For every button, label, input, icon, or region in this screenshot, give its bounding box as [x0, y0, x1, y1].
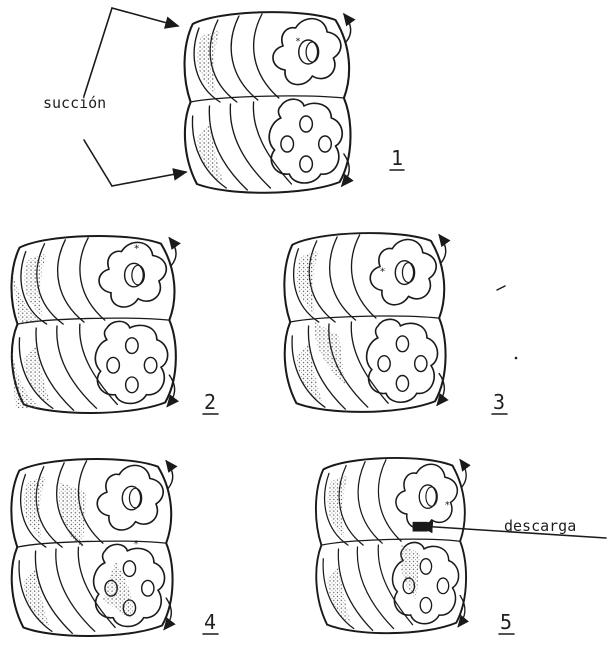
print-dot	[515, 357, 518, 360]
stage-2-pump: *	[11, 236, 176, 413]
stage-number-3: 3	[493, 390, 505, 414]
svg-text:*: *	[134, 539, 139, 550]
stage-5-pump: *	[316, 458, 466, 633]
stage-number-4: 4	[204, 610, 216, 634]
svg-text:*: *	[134, 244, 139, 255]
stage-3-pump: *	[284, 233, 445, 412]
suction-label: succión	[43, 94, 106, 112]
svg-text:*: *	[296, 36, 301, 47]
stage-4-pump: *	[11, 459, 172, 636]
print-mark	[497, 286, 505, 290]
stage-number-2: 2	[204, 390, 216, 414]
discharge-label: descarga	[504, 517, 576, 535]
stage-number-5: 5	[500, 610, 512, 634]
svg-text:*: *	[380, 267, 385, 278]
svg-text:*: *	[445, 500, 450, 511]
stage-number-1: 1	[391, 146, 403, 170]
stage-1-pump: *	[185, 12, 351, 193]
